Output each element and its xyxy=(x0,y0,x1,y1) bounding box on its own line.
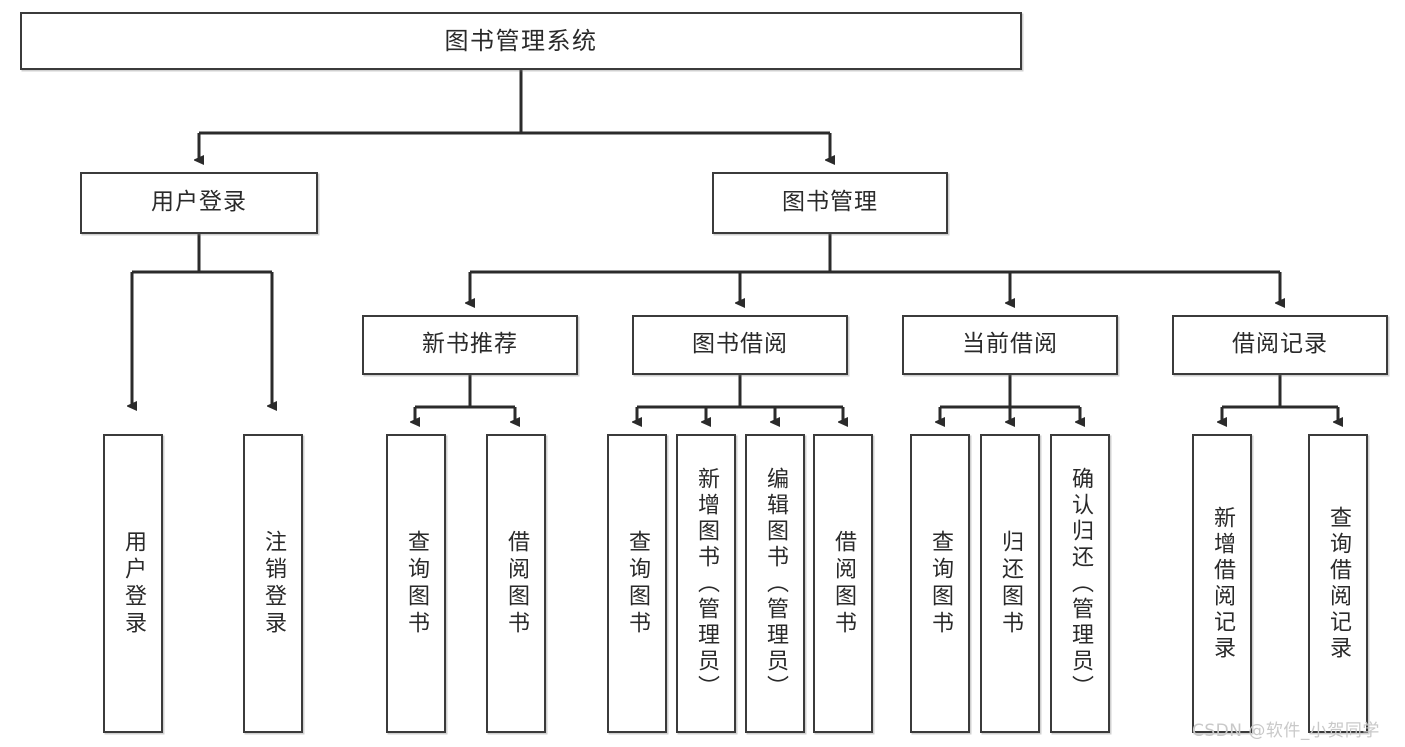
node-leaf-user-login-label: 用户登录 xyxy=(121,529,146,638)
node-leaf-query-book-1-label: 查询图书 xyxy=(404,529,429,638)
node-leaf-query-record-label: 查询借阅记录 xyxy=(1326,505,1351,662)
node-new-book-recommend-label: 新书推荐 xyxy=(422,331,518,358)
node-leaf-logout-login[interactable]: 注销登录 xyxy=(243,434,303,733)
node-leaf-borrow-book-1[interactable]: 借阅图书 xyxy=(486,434,546,733)
node-leaf-confirm-return-label: 确认归还（管理员） xyxy=(1068,466,1093,701)
node-leaf-return-book-label: 归还图书 xyxy=(998,529,1023,638)
node-book-manage[interactable]: 图书管理 xyxy=(712,172,948,234)
node-leaf-add-record-label: 新增借阅记录 xyxy=(1210,505,1235,662)
node-leaf-query-book-1[interactable]: 查询图书 xyxy=(386,434,446,733)
node-current-borrow[interactable]: 当前借阅 xyxy=(902,315,1118,375)
node-book-borrow[interactable]: 图书借阅 xyxy=(632,315,848,375)
node-leaf-confirm-return[interactable]: 确认归还（管理员） xyxy=(1050,434,1110,733)
node-leaf-query-book-2[interactable]: 查询图书 xyxy=(607,434,667,733)
node-leaf-borrow-book-2[interactable]: 借阅图书 xyxy=(813,434,873,733)
node-root-label: 图书管理系统 xyxy=(444,26,598,55)
node-book-borrow-label: 图书借阅 xyxy=(692,331,788,358)
node-borrow-record[interactable]: 借阅记录 xyxy=(1172,315,1388,375)
node-book-manage-label: 图书管理 xyxy=(782,189,878,216)
node-leaf-edit-book[interactable]: 编辑图书（管理员） xyxy=(745,434,805,733)
node-root-book-management-system[interactable]: 图书管理系统 xyxy=(20,12,1022,70)
node-leaf-add-book[interactable]: 新增图书（管理员） xyxy=(676,434,736,733)
node-user-login[interactable]: 用户登录 xyxy=(80,172,318,234)
node-borrow-record-label: 借阅记录 xyxy=(1232,331,1328,358)
node-leaf-add-book-label: 新增图书（管理员） xyxy=(694,466,719,701)
node-leaf-user-login[interactable]: 用户登录 xyxy=(103,434,163,733)
node-leaf-query-record[interactable]: 查询借阅记录 xyxy=(1308,434,1368,733)
node-leaf-edit-book-label: 编辑图书（管理员） xyxy=(763,466,788,701)
node-leaf-borrow-book-2-label: 借阅图书 xyxy=(831,529,856,638)
node-leaf-add-record[interactable]: 新增借阅记录 xyxy=(1192,434,1252,733)
watermark-credit: CSDN @软件_小贺同学 xyxy=(1192,721,1380,741)
node-new-book-recommend[interactable]: 新书推荐 xyxy=(362,315,578,375)
node-leaf-logout-login-label: 注销登录 xyxy=(261,529,286,638)
node-leaf-query-book-3-label: 查询图书 xyxy=(928,529,953,638)
node-current-borrow-label: 当前借阅 xyxy=(962,331,1058,358)
node-leaf-borrow-book-1-label: 借阅图书 xyxy=(504,529,529,638)
node-leaf-return-book[interactable]: 归还图书 xyxy=(980,434,1040,733)
node-user-login-label: 用户登录 xyxy=(151,189,247,216)
node-leaf-query-book-3[interactable]: 查询图书 xyxy=(910,434,970,733)
node-leaf-query-book-2-label: 查询图书 xyxy=(625,529,650,638)
